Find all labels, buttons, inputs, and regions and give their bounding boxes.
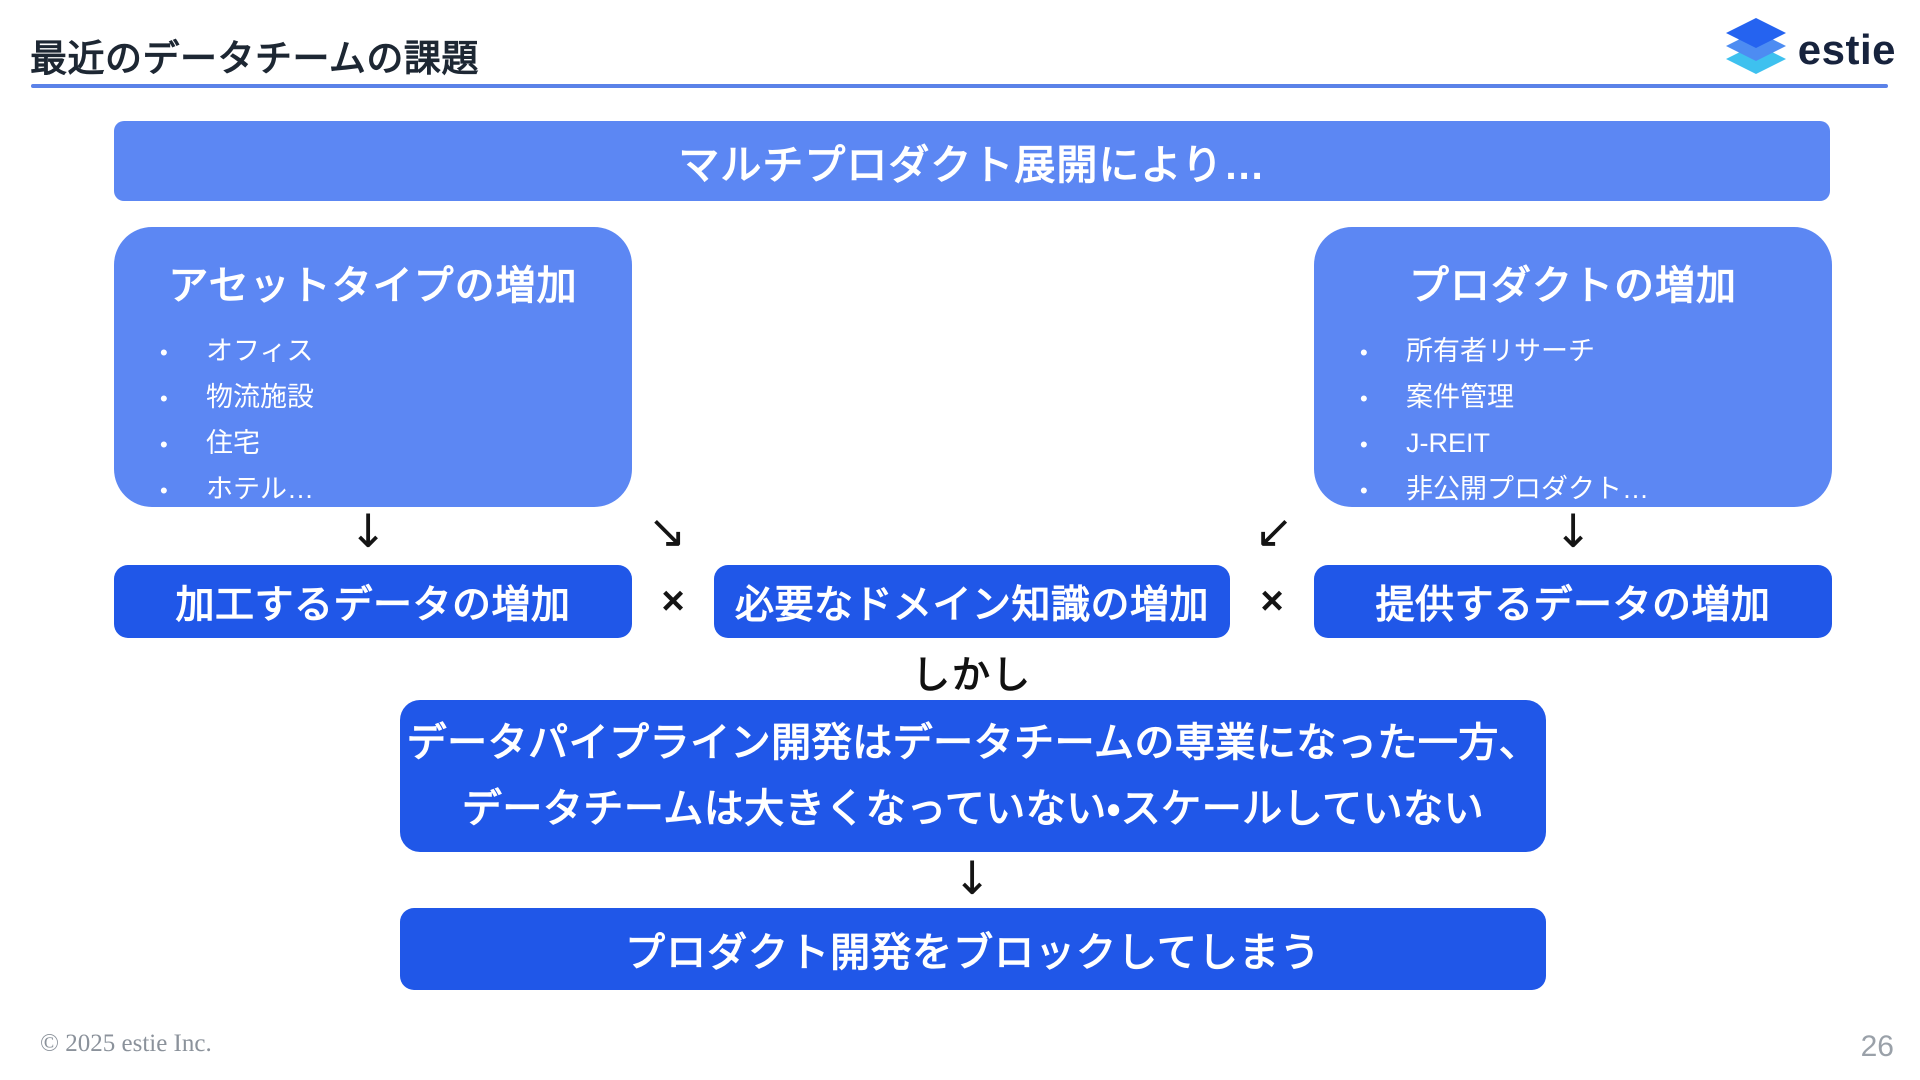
result-box-domain-knowledge: 必要なドメイン知識の増加 <box>714 565 1230 638</box>
header-divider <box>31 84 1888 88</box>
logo-wordmark: estie <box>1797 25 1896 73</box>
bullet-icon: • <box>1360 386 1368 411</box>
list-item-label: 所有者リサーチ <box>1406 336 1595 366</box>
list-item: • 所有者リサーチ <box>1342 329 1804 375</box>
multiply-sign: × <box>1260 579 1284 623</box>
bullet-icon: • <box>1360 340 1368 365</box>
problem-line-2: データチームは大きくなっていない・スケールしていない <box>461 787 1485 831</box>
down-arrow-icon: ↓ <box>952 851 992 905</box>
multiply-sign: × <box>661 579 685 623</box>
list-item: • ホテル… <box>142 467 604 513</box>
copyright-text: © 2025 estie Inc. <box>40 1030 212 1057</box>
banner-multiproduct: マルチプロダクト展開により… <box>114 121 1830 201</box>
list-item: • オフィス <box>142 329 604 375</box>
product-title: プロダクトの増加 <box>1409 264 1737 308</box>
bullet-icon: • <box>160 340 168 365</box>
bullet-icon: • <box>160 478 168 503</box>
product-list: • 所有者リサーチ • 案件管理 • J-REIT • 非公開プロダクト… <box>1342 329 1804 513</box>
estie-logo: estie <box>1724 18 1896 81</box>
result-box-provided-data: 提供するデータの増加 <box>1314 565 1832 638</box>
list-item-label: J-REIT <box>1406 428 1490 458</box>
bullet-icon: • <box>160 432 168 457</box>
list-item-label: 非公開プロダクト… <box>1406 474 1649 504</box>
page-number: 26 <box>1860 1030 1894 1063</box>
list-item: • 住宅 <box>142 421 604 467</box>
problem-box: データパイプライン開発はデータチームの専業になった一方、 データチームは大きくな… <box>400 700 1546 852</box>
estie-layers-icon <box>1724 18 1788 81</box>
however-label: しかし <box>911 655 1032 697</box>
list-item-label: ホテル… <box>206 474 314 504</box>
list-item-label: 案件管理 <box>1406 382 1514 412</box>
down-arrow-icon: ↓ <box>1553 504 1593 558</box>
list-item: • 物流施設 <box>142 375 604 421</box>
bullet-icon: • <box>1360 478 1368 503</box>
asset-type-box: アセットタイプの増加 • オフィス • 物流施設 • 住宅 • ホテル… <box>114 227 632 507</box>
asset-type-title: アセットタイプの増加 <box>168 264 578 308</box>
bullet-icon: • <box>160 386 168 411</box>
page-title: 最近のデータチームの課題 <box>30 38 479 79</box>
list-item: • J-REIT <box>1342 421 1804 467</box>
list-item-label: オフィス <box>206 336 314 366</box>
list-item-label: 物流施設 <box>206 382 314 412</box>
problem-line-1: データパイプライン開発はデータチームの専業になった一方、 <box>406 721 1540 765</box>
list-item: • 非公開プロダクト… <box>1342 467 1804 513</box>
asset-type-list: • オフィス • 物流施設 • 住宅 • ホテル… <box>142 329 604 513</box>
list-item: • 案件管理 <box>1342 375 1804 421</box>
banner-label: マルチプロダクト展開により… <box>678 142 1266 188</box>
down-arrow-icon: ↓ <box>348 504 388 558</box>
down-right-arrow-icon: ↘ <box>647 504 687 558</box>
bullet-icon: • <box>1360 432 1368 457</box>
product-box: プロダクトの増加 • 所有者リサーチ • 案件管理 • J-REIT • 非公開プロダク… <box>1314 227 1832 507</box>
result-box-processing-data: 加工するデータの増加 <box>114 565 632 638</box>
list-item-label: 住宅 <box>206 428 260 458</box>
down-left-arrow-icon: ↙ <box>1254 504 1294 558</box>
conclusion-box: プロダクト開発をブロックしてしまう <box>400 908 1546 990</box>
